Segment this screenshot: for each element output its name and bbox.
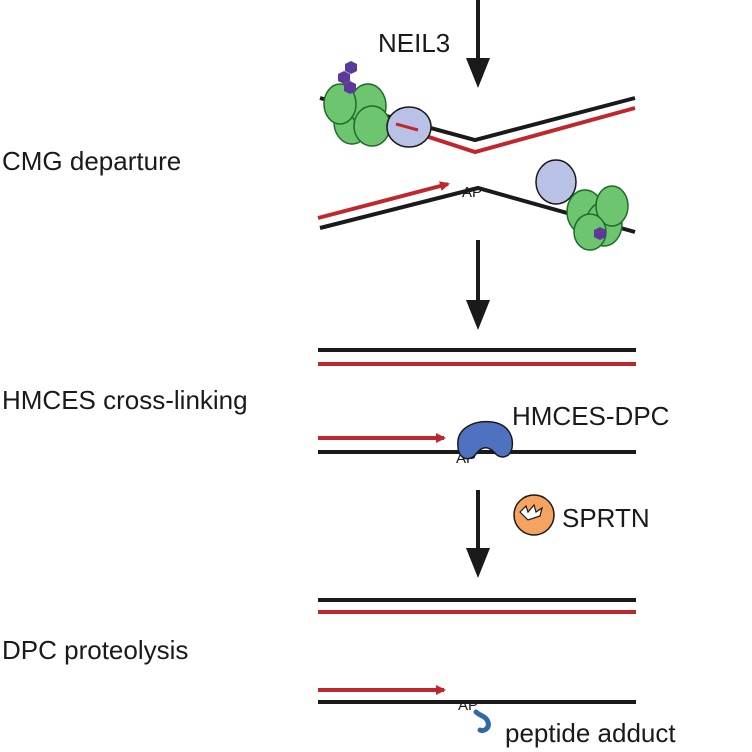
ap-site-label-3: AP — [458, 697, 478, 714]
ubiquitin-chain-lower — [594, 227, 606, 240]
sprtn-icon — [513, 494, 555, 536]
duplex-after-cmg — [318, 348, 636, 366]
cmg-helicase-upper — [323, 83, 391, 147]
peptide-adduct-shape — [473, 709, 491, 733]
step-label-hmces-cross-linking: HMCES cross-linking — [2, 385, 248, 415]
sprtn-label: SPRTN — [562, 503, 650, 533]
ubiquitin-chain-upper — [338, 61, 357, 94]
cmg-partner-lower — [535, 159, 577, 205]
arrow-lower — [466, 490, 490, 578]
cmg-helicase-lower — [566, 185, 629, 251]
neil3-label: NEIL3 — [378, 28, 450, 58]
step-label-cmg-departure: CMG departure — [2, 146, 181, 176]
hmces-protein-shape — [457, 420, 514, 460]
peptide-adduct-label: peptide adduct — [505, 718, 676, 748]
duplex-after-hmces — [318, 598, 636, 614]
arrow-middle — [466, 240, 490, 330]
proteolysis-strands — [318, 685, 636, 704]
cmg-partner-upper — [386, 106, 432, 148]
hmces-dpc-label: HMCES-DPC — [512, 401, 669, 431]
ap-site-label-1: AP — [462, 184, 482, 201]
step-label-dpc-proteolysis: DPC proteolysis — [2, 635, 188, 665]
arrow-top — [466, 0, 490, 88]
